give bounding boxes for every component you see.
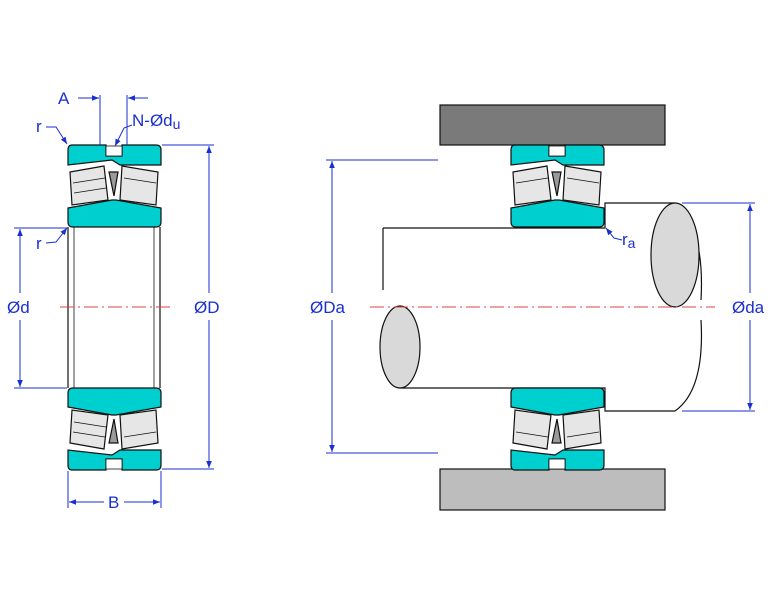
dimension-ra: ra: [605, 227, 636, 251]
label-B: B: [108, 493, 119, 512]
label-da: Øda: [732, 298, 765, 317]
label-r-bore: r: [36, 234, 42, 253]
shaft-end-left: [379, 305, 421, 389]
bearing-upper-section: [67, 144, 162, 228]
dimension-A: A: [58, 89, 148, 145]
label-N-du: N-Ødu: [132, 111, 180, 132]
mounted-bearing-lower: [510, 387, 605, 471]
label-D: ØD: [194, 298, 220, 317]
dimension-N-du: N-Ødu: [114, 111, 180, 147]
inner-ring: [67, 199, 162, 228]
roller-left: [69, 165, 109, 206]
shaft: [383, 202, 675, 412]
dimension-d: Ød: [7, 227, 67, 389]
bearing-lower-section: [67, 387, 162, 471]
mounted-bearing-upper: [510, 144, 605, 228]
dimension-r-bore: r: [36, 227, 68, 253]
label-ra: ra: [622, 230, 636, 251]
label-r-top: r: [36, 117, 42, 136]
label-d: Ød: [7, 298, 30, 317]
housing-top: [439, 104, 666, 146]
bearing-section-view: A r N-Ødu r Ød: [7, 89, 220, 512]
label-Da: ØDa: [310, 298, 346, 317]
housing-bottom: [439, 468, 666, 511]
dimension-D: ØD: [162, 144, 220, 470]
roller-right: [119, 165, 159, 206]
dimension-Da: ØDa: [310, 159, 438, 454]
dimension-da: Øda: [682, 202, 765, 412]
shaft-end-right: [650, 202, 700, 308]
dimension-B: B: [67, 471, 162, 512]
mounting-view: ØDa Øda ra: [310, 104, 765, 511]
dimension-r-top: r: [36, 117, 68, 145]
outer-ring: [67, 144, 162, 166]
label-A: A: [58, 89, 70, 108]
